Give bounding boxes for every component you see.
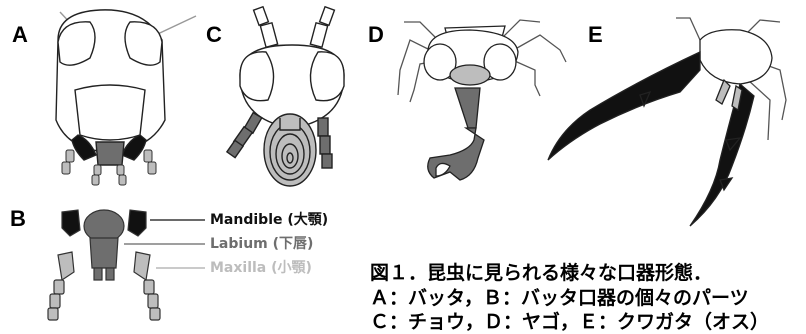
legend-mandible: Mandible (大顎) xyxy=(210,213,328,227)
stag-beetle-illustration xyxy=(548,18,786,226)
figure-caption-line-cde: Ｃ：チョウ，Ｄ：ヤゴ，Ｅ：クワガタ（オス） xyxy=(370,313,769,332)
legend-labium: Labium (下唇) xyxy=(210,237,313,251)
dragonfly-nymph-illustration xyxy=(398,20,566,180)
panel-label-c: C xyxy=(206,24,222,46)
grasshopper-head-illustration xyxy=(56,10,196,185)
panel-label-b: B xyxy=(10,208,26,230)
panel-label-e: E xyxy=(588,24,603,46)
figure-caption-title: 図１．昆虫に見られる様々な口器形態． xyxy=(370,264,712,283)
butterfly-head-illustration xyxy=(227,7,344,186)
mouthparts-parts-illustration xyxy=(48,210,205,320)
legend-maxilla: Maxilla (小顎) xyxy=(210,261,312,275)
panel-label-d: D xyxy=(368,24,384,46)
panel-label-a: A xyxy=(12,24,28,46)
figure-caption-line-ab: Ａ：バッタ，Ｂ：バッタ口器の個々のパーツ xyxy=(370,289,749,308)
